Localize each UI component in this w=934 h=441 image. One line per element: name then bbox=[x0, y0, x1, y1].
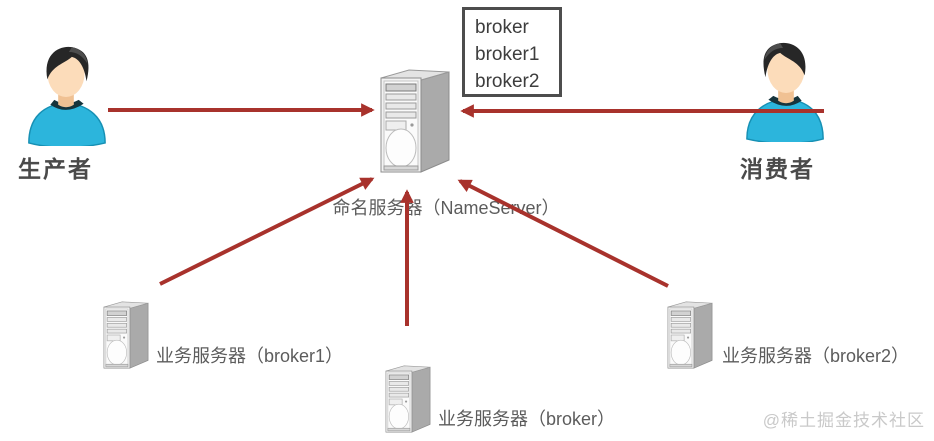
consumer-label: 消费者 bbox=[740, 156, 815, 182]
producer-person-icon bbox=[22, 44, 110, 146]
broker-list-box: broker broker1 broker2 bbox=[462, 7, 562, 97]
nameserver-server-icon bbox=[374, 66, 456, 176]
consumer-person-icon bbox=[742, 40, 830, 142]
broker1-server-icon bbox=[100, 296, 152, 374]
nameserver-label: 命名服务器（NameServer） bbox=[332, 198, 560, 218]
broker-label: 业务服务器（broker） bbox=[438, 409, 616, 429]
broker-list-line: broker bbox=[475, 17, 529, 38]
broker-list-line: broker1 bbox=[475, 44, 540, 65]
broker2-label: 业务服务器（broker2） bbox=[722, 346, 910, 366]
broker1-label: 业务服务器（broker1） bbox=[156, 346, 344, 366]
producer-label: 生产者 bbox=[18, 156, 93, 182]
broker-list-line: broker2 bbox=[475, 71, 540, 92]
broker-server-icon bbox=[382, 360, 434, 438]
watermark: @稀土掘金技术社区 bbox=[762, 411, 925, 430]
broker2-server-icon bbox=[664, 296, 716, 374]
